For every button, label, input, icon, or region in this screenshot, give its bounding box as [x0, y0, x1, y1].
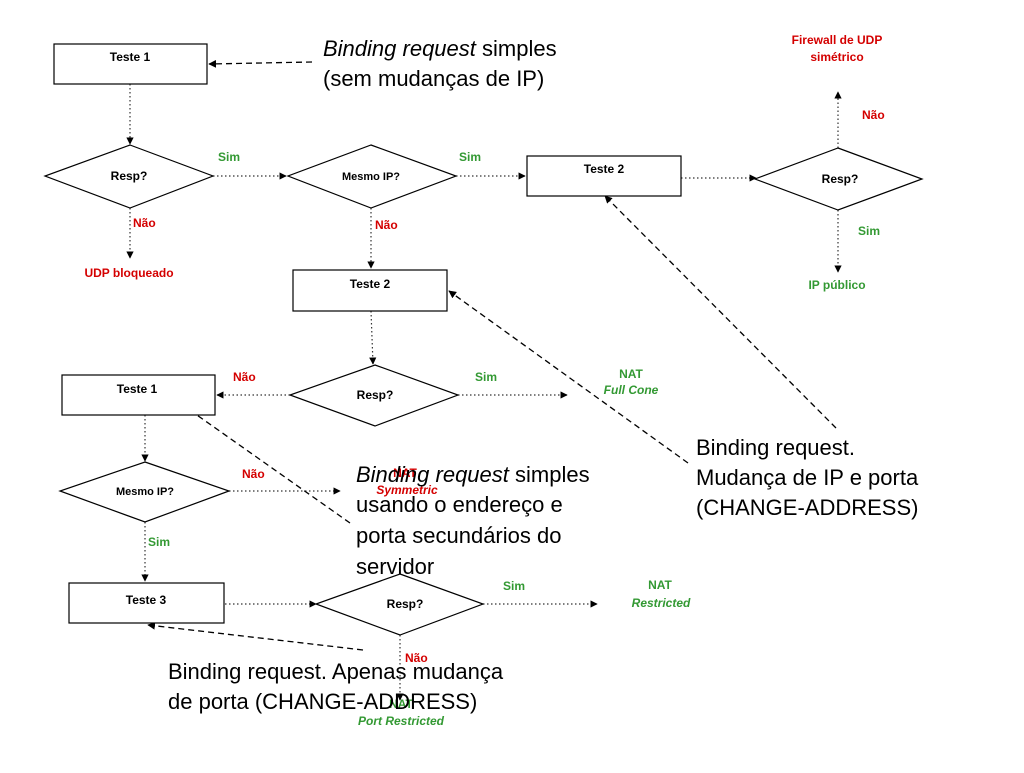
- outcome-firewall-line1: Firewall de UDP: [792, 33, 883, 47]
- outcome-ip-publico: IP público: [808, 278, 865, 292]
- node-teste3-label: Teste 3: [126, 593, 167, 607]
- annotation-1-rest: simples: [476, 36, 557, 61]
- outcome-nat-sym-line1: NAT: [393, 466, 417, 480]
- node-resp2-label: Resp?: [357, 388, 394, 402]
- node-teste1-left-label: Teste 1: [117, 382, 158, 396]
- connectors: [126, 84, 842, 701]
- annotation-3-line4: servidor: [356, 554, 434, 579]
- pointer-teste2-mid: [448, 290, 689, 464]
- node-mesmo-ip1[interactable]: Mesmo IP?: [286, 144, 458, 209]
- annotation-3-line3: porta secundários do: [356, 523, 561, 548]
- annotation-pointers: [142, 59, 837, 651]
- node-resp3[interactable]: Resp?: [314, 573, 485, 636]
- annotation-2-line3: (CHANGE-ADDRESS): [696, 495, 918, 520]
- outcome-firewall-line2: simétrico: [810, 50, 863, 64]
- node-resp2[interactable]: Resp?: [288, 364, 460, 427]
- annotation-3-rest: simples: [509, 462, 590, 487]
- node-resp-right[interactable]: Resp?: [753, 147, 924, 211]
- outcome-nat-sym-line2: Symmetric: [376, 483, 438, 497]
- node-teste3[interactable]: Teste 3: [68, 582, 225, 624]
- label-sim-resp-right: Sim: [858, 224, 880, 238]
- label-sim-resp3: Sim: [503, 579, 525, 593]
- node-resp1[interactable]: Resp?: [43, 144, 215, 209]
- annotation-3-line1: Binding request simples: [356, 462, 590, 487]
- label-nao-resp3: Não: [405, 651, 428, 665]
- annotation-1: Binding request simples (sem mudanças de…: [323, 36, 557, 91]
- node-mesmo-ip2-label: Mesmo IP?: [116, 486, 174, 498]
- annotation-3-line2: usando o endereço e: [356, 492, 563, 517]
- annotation-1-italic: Binding request: [323, 36, 477, 61]
- node-teste2-mid-label: Teste 2: [350, 277, 391, 291]
- label-nao-mesmo2: Não: [242, 467, 265, 481]
- edge-labels: Sim Não Sim Não Não Sim Não Sim Não Sim …: [133, 108, 885, 665]
- node-resp3-label: Resp?: [387, 597, 424, 611]
- outcome-nat-port-line2: Port Restricted: [358, 714, 445, 728]
- node-teste2-mid[interactable]: Teste 2: [292, 269, 448, 312]
- node-mesmo-ip2[interactable]: Mesmo IP?: [58, 461, 231, 523]
- node-mesmo-ip1-label: Mesmo IP?: [342, 171, 400, 183]
- outcomes: UDP bloqueado Firewall de UDP simétrico …: [84, 33, 882, 728]
- outcome-nat-full-line1: NAT: [619, 367, 643, 381]
- label-sim-resp2: Sim: [475, 370, 497, 384]
- node-teste2-right-label: Teste 2: [584, 162, 625, 176]
- annotation-3: Binding request simples usando o endereç…: [356, 462, 590, 579]
- annotation-3-italic: Binding request: [356, 462, 510, 487]
- label-sim-mesmo1: Sim: [459, 150, 481, 164]
- label-sim-mesmo2: Sim: [148, 535, 170, 549]
- label-nao-mesmo1: Não: [375, 218, 398, 232]
- outcome-nat-res-line2: Restricted: [632, 596, 691, 610]
- node-resp1-label: Resp?: [111, 169, 148, 183]
- node-resp-right-label: Resp?: [822, 172, 859, 186]
- node-teste1-left[interactable]: Teste 1: [61, 374, 216, 416]
- node-teste2-right[interactable]: Teste 2: [526, 155, 682, 197]
- annotation-2-line2: Mudança de IP e porta: [696, 465, 919, 490]
- outcome-nat-full-line2: Full Cone: [604, 383, 659, 397]
- outcome-udp-bloqueado: UDP bloqueado: [84, 266, 173, 280]
- annotation-4-line2: de porta (CHANGE-ADDRESS): [168, 689, 477, 714]
- annotation-2-line1: Binding request.: [696, 435, 855, 460]
- node-teste1-top-label: Teste 1: [110, 50, 151, 64]
- annotation-4-line1: Binding request. Apenas mudança: [168, 659, 504, 684]
- label-nao-resp2: Não: [233, 370, 256, 384]
- outcome-nat-port-line1: NAT: [389, 697, 413, 711]
- label-nao-resp1: Não: [133, 216, 156, 230]
- edge-teste2m-resp2: [369, 310, 377, 365]
- pointer-teste2-right: [604, 195, 837, 429]
- annotation-2: Binding request. Mudança de IP e porta (…: [696, 435, 919, 520]
- annotation-1-line1: Binding request simples: [323, 36, 557, 61]
- pointer-teste1-top: [208, 59, 313, 68]
- outcome-nat-res-line1: NAT: [648, 578, 672, 592]
- annotation-4: Binding request. Apenas mudança de porta…: [168, 659, 504, 714]
- label-nao-resp-right: Não: [862, 108, 885, 122]
- node-teste1-top[interactable]: Teste 1: [53, 43, 208, 85]
- annotation-1-line2: (sem mudanças de IP): [323, 66, 544, 91]
- label-sim-resp1: Sim: [218, 150, 240, 164]
- pointer-teste3: [147, 621, 364, 651]
